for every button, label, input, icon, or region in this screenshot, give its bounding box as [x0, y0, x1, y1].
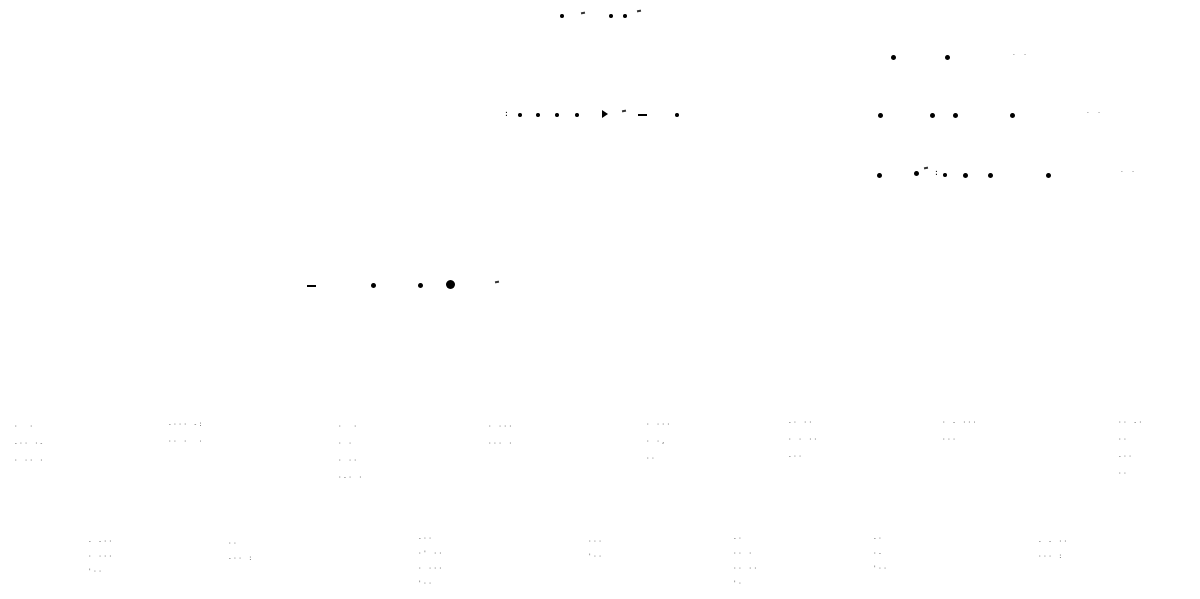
dot-mark: [418, 283, 423, 288]
text-mark: - -: [1086, 109, 1103, 116]
text-fragment: -·: [733, 535, 744, 542]
text-fragment: · ···: [646, 421, 672, 428]
text-fragment: -·· ·-: [14, 440, 45, 447]
text-fragment: -·: [873, 535, 884, 542]
text-fragment: · ···: [488, 423, 514, 430]
text-fragment: ·-· ·: [338, 474, 364, 481]
text-fragment: '··: [418, 580, 434, 587]
mid-text-cluster: -··· -: ·· · ·: [168, 416, 204, 450]
tick-mark: [923, 166, 929, 170]
text-fragment: · ···: [88, 553, 114, 560]
dot-mark: [877, 173, 882, 178]
mid-text-cluster: · - ··· ···: [942, 414, 978, 448]
mid-text-cluster: · ··· ··· ·: [488, 418, 514, 452]
text-fragment: ··· :: [1038, 553, 1064, 560]
triangle-mark: [602, 110, 608, 118]
dot-mark: [953, 113, 958, 118]
text-fragment: · - ···: [942, 419, 978, 426]
dot-mark: [930, 113, 935, 118]
dot-mark: [371, 283, 376, 288]
dot-mark: [1046, 173, 1051, 178]
tick-mark: [636, 9, 642, 13]
colon-mark: :: [504, 109, 509, 118]
text-fragment: ···: [588, 538, 604, 545]
text-fragment: ··· ·: [488, 440, 514, 447]
text-mark: - -: [1012, 51, 1029, 58]
tick-mark: [621, 109, 627, 113]
dot-mark: [878, 113, 883, 118]
dot-mark: [555, 113, 559, 117]
dot-mark: [988, 173, 993, 178]
text-fragment: -··· -:: [168, 421, 204, 428]
text-fragment: '··: [588, 553, 604, 560]
dot-mark: [536, 113, 540, 117]
dot-mark: [943, 173, 947, 177]
text-fragment: · ·: [338, 440, 354, 447]
dot-mark: [675, 113, 679, 117]
text-fragment: · ·· ·: [14, 457, 45, 464]
text-fragment: ··: [1118, 436, 1129, 443]
text-fragment: ·· · ·: [168, 438, 204, 445]
text-fragment: · ·: [338, 423, 359, 430]
text-mark: - -: [1120, 168, 1137, 175]
text-fragment: '··: [88, 568, 104, 575]
bottom-text-cluster: -· ·· · ·· ·· '·: [733, 531, 759, 591]
text-fragment: -··: [788, 453, 804, 460]
bottom-text-cluster: - - ·· ··· :: [1038, 534, 1069, 564]
tick-mark: [580, 11, 586, 15]
dot-mark: [1010, 113, 1015, 118]
text-fragment: -·· :: [228, 555, 254, 562]
text-fragment: - -··: [88, 538, 114, 545]
tick-mark: [494, 280, 500, 284]
mid-text-cluster: · · -·· ·- · ·· ·: [14, 418, 45, 469]
mid-text-cluster: · ··· · ·, ··: [646, 416, 672, 467]
bottom-text-cluster: ·· -·· :: [228, 536, 254, 566]
text-fragment: ··: [1118, 470, 1129, 477]
bottom-text-cluster: -· ·- '··: [873, 531, 888, 576]
dot-mark: [575, 113, 579, 117]
dot-mark: [446, 280, 455, 289]
dot-mark: [945, 55, 950, 60]
text-fragment: ·· ·: [733, 550, 754, 557]
dot-mark: [609, 14, 613, 18]
text-fragment: ··: [228, 540, 239, 547]
text-fragment: · ···: [418, 565, 444, 572]
text-fragment: -··: [418, 535, 434, 542]
text-fragment: '··: [873, 565, 889, 572]
text-fragment: · ·: [14, 423, 35, 430]
text-fragment: ·· -·: [1118, 419, 1144, 426]
dot-mark: [623, 14, 627, 18]
text-fragment: '·: [733, 580, 744, 587]
mid-text-cluster: · · · · · ·· ·-· ·: [338, 418, 364, 486]
bottom-text-cluster: - -·· · ··· '··: [88, 534, 114, 579]
bottom-text-cluster: -·· ·' ·· · ··· '··: [418, 531, 444, 591]
dash-mark: [307, 285, 316, 287]
text-fragment: - - ··: [1038, 538, 1069, 545]
mid-text-cluster: ·· -· ·· -·· ··: [1118, 414, 1144, 482]
dot-mark: [560, 14, 564, 18]
text-fragment: ··: [646, 455, 657, 462]
dot-mark: [518, 113, 522, 117]
colon-mark: :: [934, 168, 939, 177]
text-fragment: ·' ··: [418, 550, 444, 557]
text-fragment: ···: [942, 436, 958, 443]
text-fragment: ·-: [873, 550, 884, 557]
mid-text-cluster: -· ·· · · ·· -··: [788, 414, 819, 465]
text-fragment: · · ··: [788, 436, 819, 443]
text-fragment: -· ··: [788, 419, 814, 426]
text-fragment: ·· ··: [733, 565, 759, 572]
dash-mark: [638, 114, 647, 116]
dot-mark: [914, 171, 919, 176]
dot-mark: [963, 173, 968, 178]
text-fragment: · ·,: [646, 438, 667, 445]
text-fragment: · ··: [338, 457, 359, 464]
bottom-text-cluster: ··· '··: [588, 534, 603, 564]
text-fragment: -··: [1118, 453, 1134, 460]
dot-mark: [891, 55, 896, 60]
